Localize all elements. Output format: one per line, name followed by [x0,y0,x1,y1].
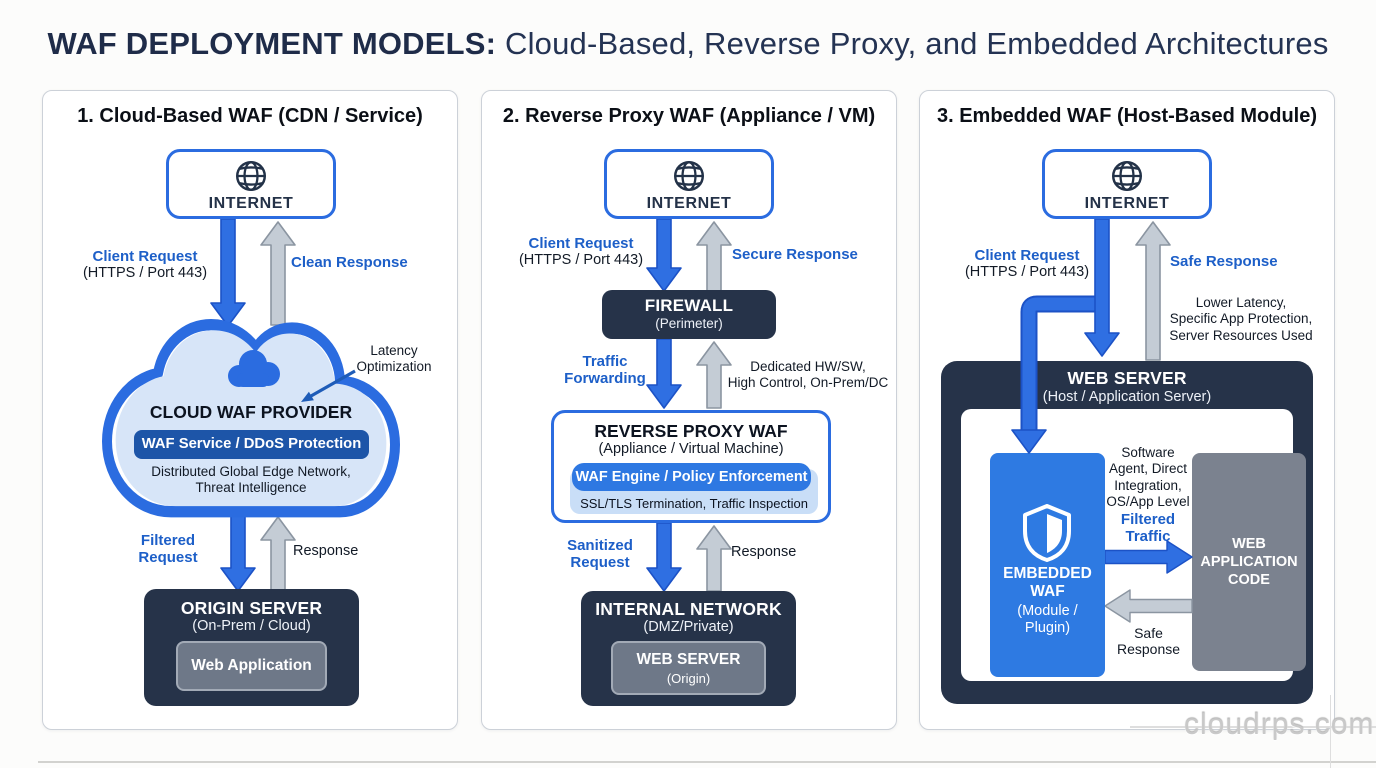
waf-service-pill: WAF Service / DDoS Protection [134,430,369,459]
web-server-host-box: WEB SERVER (Host / Application Server) E… [941,361,1313,704]
ssl-tls-label: SSL/TLS Termination, Traffic Inspection [580,496,808,511]
reverse-proxy-waf-box: REVERSE PROXY WAF (Appliance / Virtual M… [551,410,831,523]
safe-response-label: Safe Response [1170,253,1278,270]
client-request-label: Client Request (HTTPS / Port 443) [518,235,644,269]
latency-note: Latency Optimization [356,343,432,375]
firewall-box: FIREWALL (Perimeter) [602,290,776,339]
response-arrow [260,516,296,592]
panel2-heading: 2. Reverse Proxy WAF (Appliance / VM) [502,105,876,127]
web-application-box: Web Application [176,641,327,691]
traffic-forwarding-arrow [646,339,682,409]
web-application-code-box: WEB APPLICATION CODE [1192,453,1306,671]
internal-network-box: INTERNAL NETWORK (DMZ/Private) WEB SERVE… [581,591,796,706]
latency-arrow [301,369,356,402]
clean-response-label: Clean Response [291,254,408,271]
panel1-heading: 1. Cloud-Based WAF (CDN / Service) [77,105,423,127]
filtered-request-label: Filtered Request [138,532,198,567]
globe-icon [673,160,705,191]
globe-icon [235,160,267,191]
firewall-response-arrow [696,341,732,409]
filtered-request-arrow [220,515,256,592]
internet-label: INTERNET [208,194,294,212]
secure-response-label: Secure Response [732,246,858,263]
safe-response-inner-arrow [1105,589,1193,623]
internet-label: INTERNET [646,194,732,212]
dedicated-note: Dedicated HW/SW, High Control, On-Prem/D… [727,359,889,391]
internet-box: INTERNET [166,149,336,219]
network-response-arrow [696,525,732,592]
safe-response-inner-label: Safe Response [1116,625,1181,658]
panel3-heading: 3. Embedded WAF (Host-Based Module) [936,105,1318,127]
client-request-arrow [210,219,246,327]
cloud-waf-provider-title: CLOUD WAF PROVIDER [149,402,353,422]
internet-label: INTERNET [1084,194,1170,212]
shield-icon [1023,504,1071,562]
client-request-arrow [646,219,682,292]
watermark-line-h [1130,726,1376,728]
page-title: WAF DEPLOYMENT MODELS: Cloud-Based, Reve… [0,26,1376,62]
panel-reverse-proxy-waf: 2. Reverse Proxy WAF (Appliance / VM) IN… [481,90,897,730]
page-title-bold: WAF DEPLOYMENT MODELS: [47,26,497,61]
benefits-note: Lower Latency, Specific App Protection, … [1169,295,1313,343]
client-request-branch-arrow [1011,219,1120,454]
web-server-origin-box: WEB SERVER (Origin) [611,641,766,695]
traffic-forwarding-label: Traffic Forwarding [564,353,646,388]
response-label: Response [293,543,359,559]
clean-response-arrow [260,221,296,326]
panel-embedded-waf: 3. Embedded WAF (Host-Based Module) INTE… [919,90,1335,730]
internet-box: INTERNET [604,149,774,219]
panel-cloud-based-waf: 1. Cloud-Based WAF (CDN / Service) INTER… [42,90,458,730]
page-title-regular: Cloud-Based, Reverse Proxy, and Embedded… [496,26,1329,61]
filtered-traffic-arrow [1105,540,1193,574]
embedded-waf-box: EMBEDDED WAF (Module / Plugin) [990,453,1105,677]
waf-engine-pill: WAF Engine / Policy Enforcement [572,463,811,491]
response-label: Response [731,544,797,560]
embedded-waf-title: EMBEDDED WAF [1003,565,1092,600]
safe-response-arrow [1135,221,1171,361]
sanitized-request-arrow [646,523,682,592]
cloud-desc: Distributed Global Edge Network, Threat … [151,464,351,496]
client-request-label: Client Request (HTTPS / Port 443) [964,247,1090,281]
filtered-traffic-label: Filtered Traffic [1120,511,1176,546]
host-inner-panel: EMBEDDED WAF (Module / Plugin) WEB APPLI… [961,409,1306,681]
embedded-waf-sub: (Module / Plugin) [1017,603,1078,637]
sanitized-request-label: Sanitized Request [567,537,633,572]
internet-box: INTERNET [1042,149,1212,219]
cloud-icon [228,350,280,387]
client-request-label: Client Request (HTTPS / Port 443) [82,248,208,282]
integration-note: Software Agent, Direct Integration, OS/A… [1106,445,1190,510]
watermark: cloudrps.com [1184,708,1375,741]
cloud-shape [102,319,400,518]
origin-server-box: ORIGIN SERVER (On-Prem / Cloud) Web Appl… [144,589,359,706]
secure-response-arrow [696,221,732,292]
watermark-line-v [1330,695,1331,768]
globe-icon [1111,160,1143,191]
bottom-edge-line [38,761,1376,763]
